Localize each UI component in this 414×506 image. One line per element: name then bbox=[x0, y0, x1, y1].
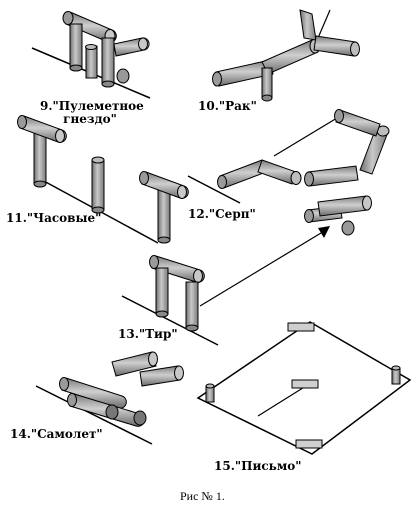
log bbox=[359, 125, 390, 175]
log bbox=[139, 365, 184, 387]
log bbox=[111, 351, 158, 377]
post bbox=[33, 131, 47, 188]
log bbox=[261, 67, 273, 102]
log bbox=[313, 35, 360, 57]
figure-10-crayfish bbox=[212, 9, 360, 102]
envelope-outline bbox=[196, 321, 412, 455]
post bbox=[69, 23, 83, 72]
plank bbox=[287, 322, 315, 332]
figure-15-letter bbox=[196, 321, 412, 455]
log bbox=[217, 159, 267, 189]
target-logs bbox=[304, 195, 372, 236]
post bbox=[85, 44, 98, 79]
post bbox=[185, 281, 199, 332]
figure-12-sickle bbox=[187, 109, 390, 204]
figure-14-label: 14."Самолет" bbox=[10, 427, 103, 441]
figure-11-label: 11."Часовые" bbox=[6, 211, 102, 225]
figure-12-label: 12."Серп" bbox=[188, 207, 256, 221]
log bbox=[212, 59, 274, 87]
log bbox=[113, 37, 150, 57]
post bbox=[205, 383, 215, 403]
log bbox=[139, 171, 189, 199]
figure-9-label-line2: гнездо" bbox=[63, 112, 117, 126]
figure-14-airplane bbox=[35, 351, 184, 445]
figure-9-label-line1: 9."Пулеметное bbox=[40, 99, 144, 113]
figure-13-shooting-range bbox=[121, 195, 372, 346]
ground-line bbox=[35, 385, 153, 445]
figure-10-label: 10."Рак" bbox=[198, 99, 257, 113]
arrow-head bbox=[318, 226, 330, 238]
figure-9-machine-gun-nest bbox=[31, 11, 151, 99]
figure-15-label: 15."Письмо" bbox=[214, 459, 302, 473]
ground-line bbox=[121, 295, 219, 346]
post bbox=[101, 37, 115, 88]
log bbox=[299, 9, 317, 41]
arrow-line bbox=[199, 229, 327, 307]
ground-line bbox=[187, 175, 241, 204]
plank bbox=[295, 439, 323, 449]
plank bbox=[291, 379, 319, 389]
post bbox=[91, 156, 105, 214]
figure-11-sentries bbox=[17, 115, 189, 244]
figure-caption: Рис № 1. bbox=[180, 489, 225, 503]
inner-line bbox=[257, 385, 307, 417]
log bbox=[257, 159, 302, 185]
log bbox=[304, 165, 359, 187]
figure-9-label: 9."Пулеметное гнездо" bbox=[40, 99, 144, 126]
log-end bbox=[116, 68, 130, 84]
post bbox=[157, 189, 171, 244]
post bbox=[155, 267, 169, 318]
post bbox=[391, 365, 401, 385]
log bbox=[334, 109, 381, 137]
figure-13-label: 13."Тир" bbox=[118, 327, 178, 341]
log bbox=[17, 115, 67, 143]
